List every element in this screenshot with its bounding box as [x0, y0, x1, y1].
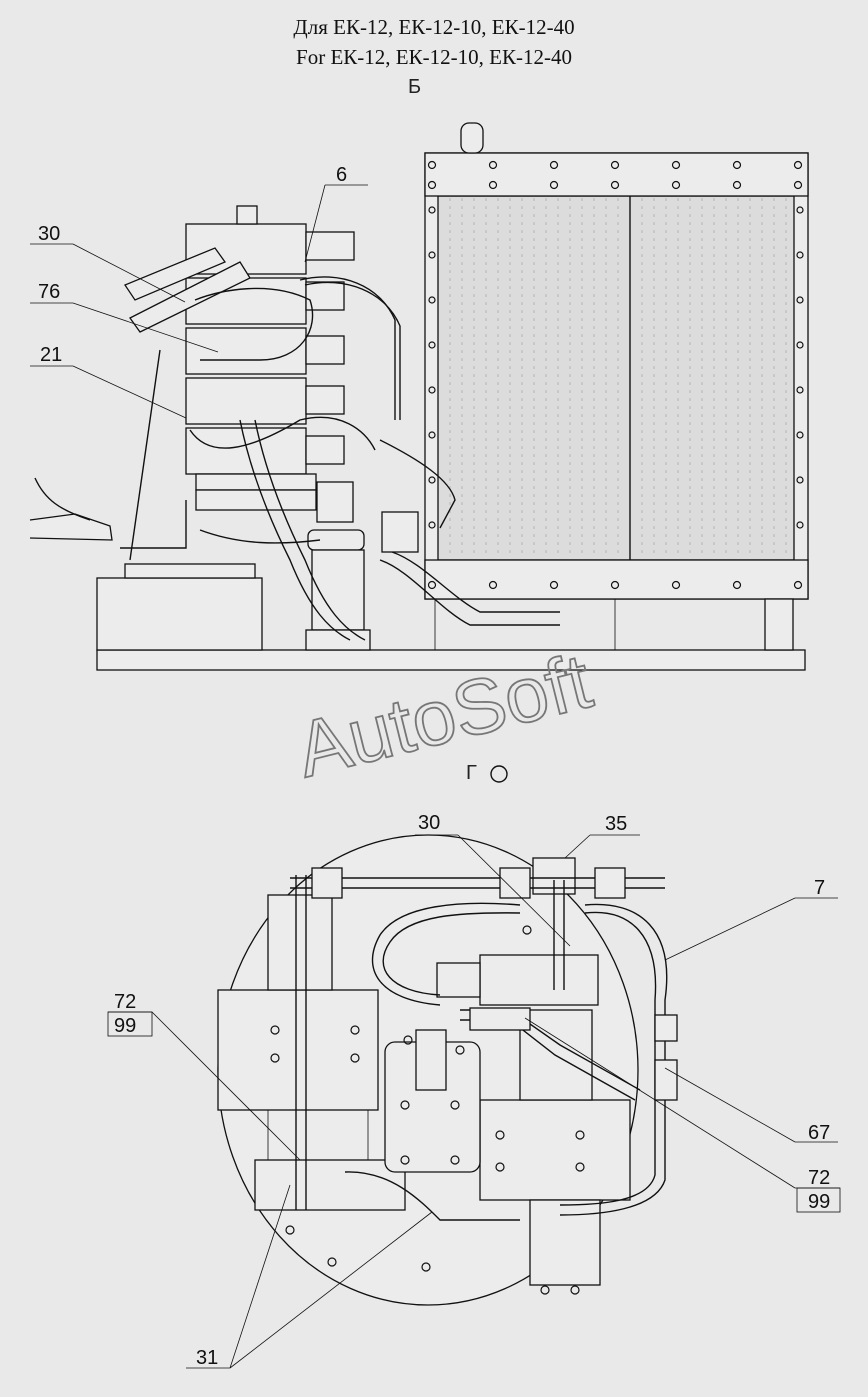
bolt: [421, 1262, 431, 1272]
bolt: [793, 180, 803, 190]
bolt: [427, 580, 437, 590]
bolt: [732, 160, 742, 170]
bolt: [428, 251, 436, 259]
bolt: [610, 580, 620, 590]
title-line-2: For ЕК-12, ЕК-12-10, ЕК-12-40: [296, 45, 572, 69]
bolt: [428, 341, 436, 349]
callout-67: 67: [808, 1122, 830, 1144]
bolt: [428, 476, 436, 484]
title-line-1: Для ЕК-12, ЕК-12-10, ЕК-12-40: [293, 15, 575, 39]
bolt: [428, 431, 436, 439]
callout-30-top: 30: [38, 223, 60, 245]
pump-unit: [305, 481, 419, 651]
callout-35: 35: [605, 813, 627, 835]
bolt: [400, 1155, 410, 1165]
bolt: [495, 1130, 505, 1140]
bolt: [427, 160, 437, 170]
bolt: [549, 180, 559, 190]
flange-bolts: [270, 925, 585, 1295]
bolt: [671, 180, 681, 190]
bolt: [540, 1285, 550, 1295]
bolt: [796, 386, 804, 394]
bolt: [522, 925, 532, 935]
bolt: [428, 296, 436, 304]
callout-72-left: 72: [114, 991, 136, 1013]
bolt: [400, 1100, 410, 1110]
bolt: [488, 180, 498, 190]
bolt: [570, 1285, 580, 1295]
bolt: [793, 160, 803, 170]
bolt: [549, 160, 559, 170]
bolt: [671, 580, 681, 590]
bolt: [450, 1100, 460, 1110]
view-label-b: Б: [408, 76, 422, 98]
radiator: [424, 122, 809, 651]
bolt: [270, 1025, 280, 1035]
bolt: [350, 1053, 360, 1063]
bolt: [796, 296, 804, 304]
bolt: [427, 180, 437, 190]
callout-72-right: 72: [808, 1167, 830, 1189]
bolt: [428, 206, 436, 214]
bolt: [796, 341, 804, 349]
bolt: [732, 580, 742, 590]
bolt: [450, 1155, 460, 1165]
bolt: [610, 160, 620, 170]
callout-31: 31: [196, 1347, 218, 1369]
bolt: [796, 476, 804, 484]
callout-76: 76: [38, 281, 60, 303]
bolt: [488, 160, 498, 170]
bolt: [428, 386, 436, 394]
bolt: [671, 160, 681, 170]
bolt: [285, 1225, 295, 1235]
bolt: [732, 180, 742, 190]
view-label-g: Г: [466, 762, 477, 784]
bolt: [575, 1162, 585, 1172]
tank-block: [96, 577, 263, 651]
bottom-view: [217, 834, 678, 1306]
bolt: [428, 521, 436, 529]
callouts-top: 6 30 76 21: [30, 164, 368, 419]
bolt: [796, 206, 804, 214]
radiator-bolts: [427, 160, 804, 590]
bolt: [796, 431, 804, 439]
bolt: [403, 1035, 413, 1045]
bolt: [793, 580, 803, 590]
bolt: [796, 251, 804, 259]
callout-7: 7: [814, 877, 825, 899]
callout-6: 6: [336, 164, 347, 186]
callout-21: 21: [40, 344, 62, 366]
bolt: [575, 1130, 585, 1140]
callout-99-right: 99: [808, 1191, 830, 1213]
bolt: [549, 580, 559, 590]
bolt: [488, 580, 498, 590]
bolt: [350, 1025, 360, 1035]
callouts-bottom: 30 35 7 72 99 67 72 99 31: [107, 812, 841, 1369]
callout-99-left: 99: [114, 1015, 136, 1037]
bolt: [495, 1162, 505, 1172]
bolt: [796, 521, 804, 529]
bolt: [455, 1045, 465, 1055]
view-direction-mark: [490, 765, 508, 783]
bolt: [327, 1257, 337, 1267]
callout-30-bottom: 30: [418, 812, 440, 834]
top-view: [29, 122, 809, 671]
bolt: [270, 1053, 280, 1063]
bolt: [610, 180, 620, 190]
